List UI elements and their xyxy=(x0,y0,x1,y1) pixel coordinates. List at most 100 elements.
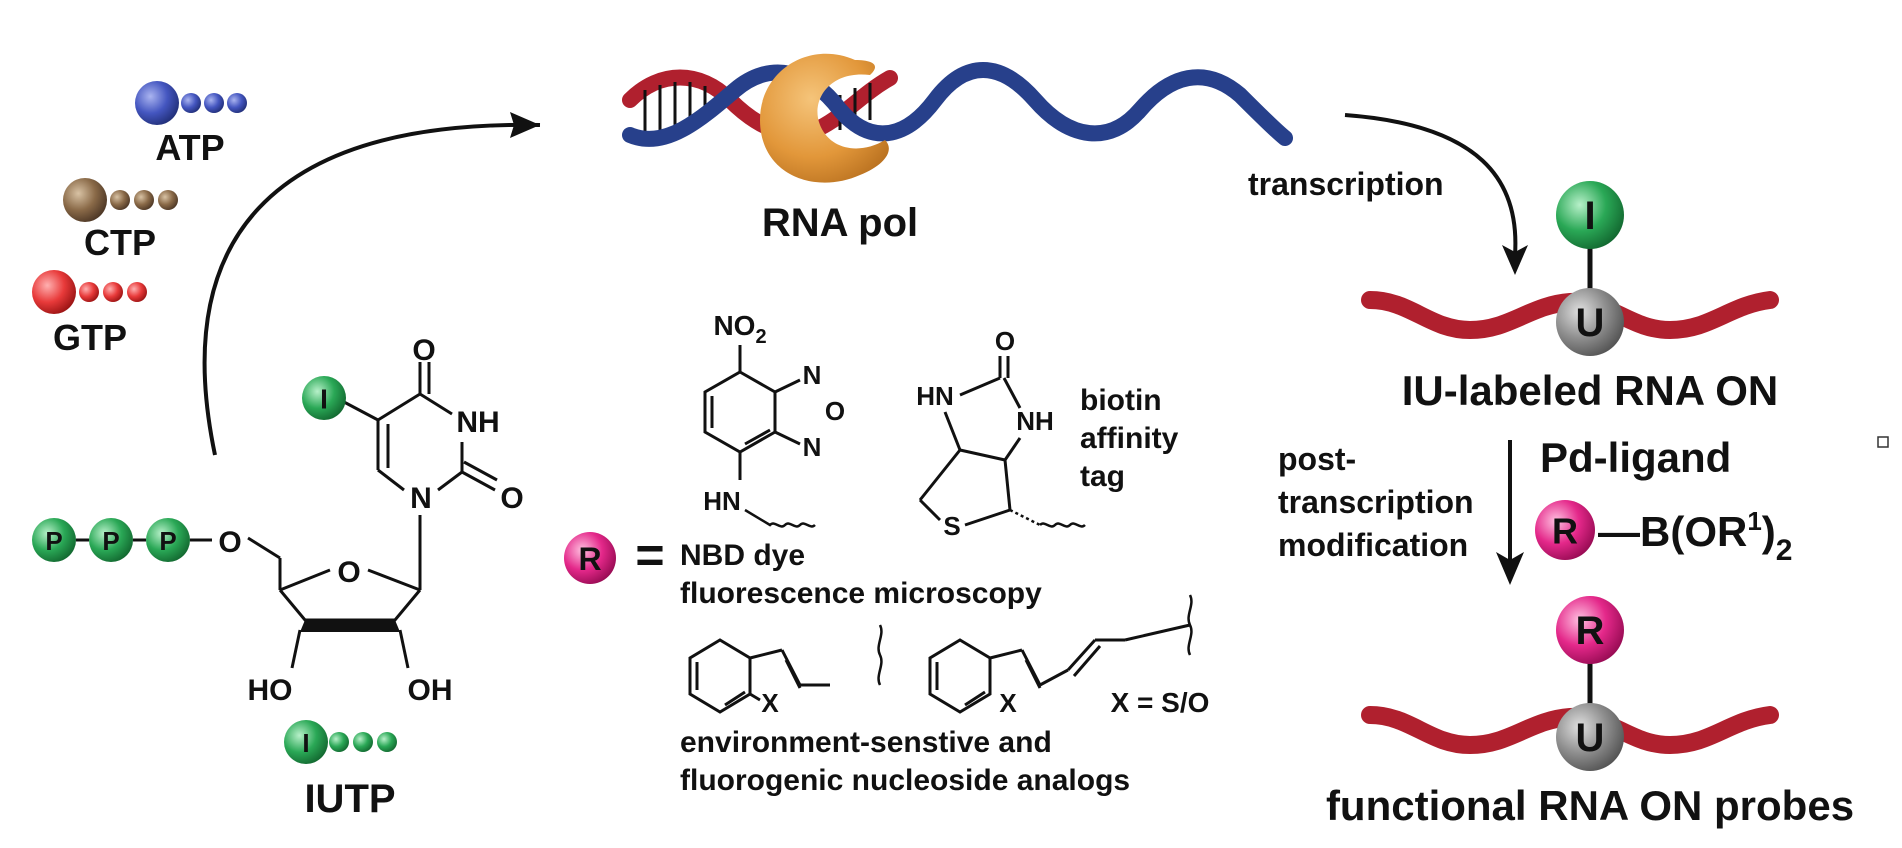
analogs-label-line2: fluorogenic nucleoside analogs xyxy=(680,764,1130,797)
r-symbol: R xyxy=(578,541,601,577)
iodine-bead xyxy=(302,376,346,420)
nitro-group: NO2 xyxy=(713,310,766,348)
atp-molecule: ATP xyxy=(135,81,247,168)
iodine-bead xyxy=(1556,181,1624,249)
uridine-label: U xyxy=(1576,301,1605,345)
incorporation-arrow xyxy=(202,122,541,456)
hydroxyl-3: OH xyxy=(408,674,453,707)
polymerase-dna-complex: RNA pol xyxy=(622,53,1293,245)
transcription-label: transcription xyxy=(1248,166,1444,202)
iodine-label: I xyxy=(320,384,328,415)
modification-arrowhead xyxy=(1496,552,1524,585)
pd-ligand-label: Pd-ligand xyxy=(1540,434,1731,481)
ctp-phosphate-bead xyxy=(110,190,130,210)
nbd-n-bottom: N xyxy=(803,432,822,462)
atp-base-bead xyxy=(135,81,179,125)
incorporation-arrowhead xyxy=(510,112,540,138)
fluorescence-microscopy-label: fluorescence microscopy xyxy=(680,577,1042,610)
iutp-label: IUTP xyxy=(304,777,395,821)
functional-rna: R U functional RNA ON probes xyxy=(1326,596,1854,829)
biotin-sulfur: S xyxy=(943,511,960,541)
iodine-label: I xyxy=(1584,194,1595,238)
iu-labeled-rna: I U IU-labeled RNA ON xyxy=(1361,181,1779,414)
ctp-phosphate-bead xyxy=(134,190,154,210)
atp-phosphate-bead xyxy=(204,93,224,113)
r-bead xyxy=(1535,500,1595,560)
analog2-heteroatom: X xyxy=(999,688,1017,718)
gtp-base-bead xyxy=(32,270,76,314)
n1-nitrogen: N xyxy=(410,482,432,515)
dna-coding-strand xyxy=(622,62,1293,147)
heteroatom-definition: X = S/O xyxy=(1111,687,1210,718)
atp-label: ATP xyxy=(155,127,224,168)
analogs-label-line1: environment-senstive and xyxy=(680,726,1052,759)
transcription-arrow xyxy=(1344,113,1518,256)
c4-oxygen: O xyxy=(412,334,435,367)
nbd-amine: HN xyxy=(703,486,741,516)
biotin-nh: NH xyxy=(1016,406,1054,436)
post-label-line2: transcription xyxy=(1278,484,1474,520)
atp-phosphate-bead xyxy=(181,93,201,113)
iutp-phosphate-bead xyxy=(329,732,349,752)
r-bead xyxy=(564,532,616,584)
ctp-molecule: CTP xyxy=(63,178,178,263)
phosphate-bead xyxy=(146,518,190,562)
phosphate-bead xyxy=(32,518,76,562)
n3-nitrogen: NH xyxy=(456,406,499,439)
nbd-n-top: N xyxy=(803,360,822,390)
biotin-label-line2: affinity xyxy=(1080,422,1179,455)
square-marker-icon xyxy=(1877,436,1889,448)
phosphate-label: P xyxy=(45,526,62,556)
nbd-oxygen: O xyxy=(825,396,845,426)
boronate-label: —B(OR1)2 xyxy=(1598,506,1792,567)
analog1-heteroatom: X xyxy=(761,688,779,718)
uridine-label: U xyxy=(1576,716,1605,760)
biotin-label-line3: tag xyxy=(1080,460,1125,493)
biotin-oxygen: O xyxy=(995,326,1015,356)
biotin-label-line1: biotin xyxy=(1080,384,1162,417)
gtp-phosphate-bead xyxy=(127,282,147,302)
atp-phosphate-bead xyxy=(227,93,247,113)
base-pairs xyxy=(643,82,872,135)
r-label: R xyxy=(1576,609,1605,653)
gtp-label: GTP xyxy=(53,317,127,358)
nbd-structure: NO2 N O N HN xyxy=(703,310,845,528)
functional-rna-label: functional RNA ON probes xyxy=(1326,782,1854,829)
iutp-bead-icon: I IUTP xyxy=(284,720,397,821)
iutp-phosphate-bead xyxy=(353,732,373,752)
r-symbol: R xyxy=(1552,511,1578,552)
c2-oxygen: O xyxy=(500,482,523,515)
iutp-structure: P P P O O HO OH N O NH xyxy=(32,334,524,707)
ctp-base-bead xyxy=(63,178,107,222)
post-label-line3: modification xyxy=(1278,527,1468,563)
phosphate-bead xyxy=(89,518,133,562)
gtp-phosphate-bead xyxy=(103,282,123,302)
gtp-molecule: GTP xyxy=(32,270,147,358)
biotin-hn: HN xyxy=(916,381,954,411)
transcription-arrowhead xyxy=(1502,245,1528,275)
iu-labeled-rna-label: IU-labeled RNA ON xyxy=(1402,367,1778,414)
phosphate-label: P xyxy=(159,526,176,556)
rna-polymerase-enzyme xyxy=(760,53,889,183)
phosphate-label: P xyxy=(102,526,119,556)
equals-sign: = xyxy=(635,527,664,583)
biotin-structure: O HN NH S biotin affinity tag xyxy=(916,326,1178,541)
post-label-line1: post- xyxy=(1278,441,1356,477)
ring-oxygen: O xyxy=(337,556,360,589)
link-oxygen: O xyxy=(218,526,241,559)
gtp-phosphate-bead xyxy=(79,282,99,302)
r-bead xyxy=(1556,596,1624,664)
hydroxyl-2: HO xyxy=(248,674,293,707)
uridine-bead xyxy=(1556,703,1624,771)
r-group-definition: R = NBD dye fluorescence microscopy xyxy=(564,527,1042,610)
ctp-phosphate-bead xyxy=(158,190,178,210)
rna-pol-label: RNA pol xyxy=(762,201,918,245)
iutp-base-bead xyxy=(284,720,328,764)
ctp-label: CTP xyxy=(84,222,156,263)
uridine-bead xyxy=(1556,288,1624,356)
analog-structures: X X X = S/O environment-senstive and flu… xyxy=(680,594,1210,797)
nbd-dye-label: NBD dye xyxy=(680,539,805,572)
iutp-phosphate-bead xyxy=(377,732,397,752)
iutp-iodine-label: I xyxy=(302,728,309,758)
